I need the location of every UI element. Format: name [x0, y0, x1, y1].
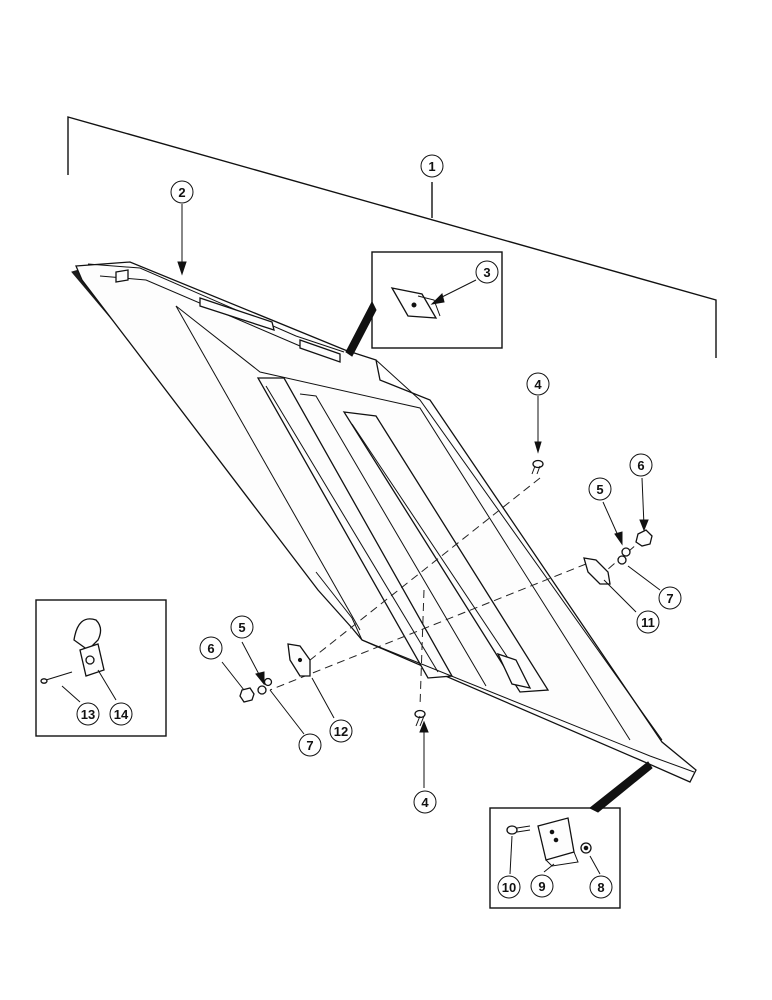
callout-1: 1	[420, 154, 444, 178]
svg-text:13: 13	[81, 707, 95, 722]
callout-6-left: 6	[199, 636, 223, 660]
svg-text:5: 5	[238, 620, 245, 635]
svg-text:2: 2	[178, 185, 185, 200]
svg-text:14: 14	[114, 707, 129, 722]
callout-7-right: 7	[658, 586, 682, 610]
svg-text:11: 11	[641, 615, 655, 630]
callout-4-upper: 4	[526, 372, 550, 396]
left-hardware	[221, 641, 335, 735]
callout-13: 13	[76, 702, 100, 726]
svg-text:8: 8	[597, 880, 604, 895]
detail-box-3	[345, 251, 503, 357]
callout-2: 2	[170, 180, 194, 204]
svg-text:1: 1	[428, 159, 435, 174]
right-hardware	[583, 477, 661, 613]
svg-text:7: 7	[666, 591, 673, 606]
svg-text:9: 9	[538, 879, 545, 894]
callout-7-left: 7	[298, 733, 322, 757]
callout-5-right: 5	[588, 477, 612, 501]
callout-8: 8	[589, 875, 613, 899]
detail-box-13-14	[35, 599, 167, 737]
svg-text:3: 3	[483, 265, 490, 280]
svg-text:6: 6	[207, 641, 214, 656]
callout-9: 9	[530, 874, 554, 898]
detail-box-8-9-10	[489, 761, 653, 909]
svg-text:12: 12	[334, 724, 348, 739]
svg-text:5: 5	[596, 482, 603, 497]
callout-14: 14	[109, 702, 133, 726]
callout-11: 11	[636, 610, 660, 634]
svg-text:4: 4	[421, 795, 429, 810]
svg-text:10: 10	[502, 880, 516, 895]
svg-text:6: 6	[637, 458, 644, 473]
callout-4-lower: 4	[413, 790, 437, 814]
leader-2	[177, 204, 187, 276]
callout-10: 10	[497, 875, 521, 899]
callout-5-left: 5	[230, 615, 254, 639]
svg-text:7: 7	[306, 738, 313, 753]
assembly-bracket	[67, 116, 717, 358]
svg-text:4: 4	[534, 377, 542, 392]
callout-12: 12	[329, 719, 353, 743]
callout-6-right: 6	[629, 453, 653, 477]
callout-3: 3	[475, 260, 499, 284]
screw-4-upper	[531, 396, 544, 475]
screw-4-lower	[414, 709, 429, 788]
